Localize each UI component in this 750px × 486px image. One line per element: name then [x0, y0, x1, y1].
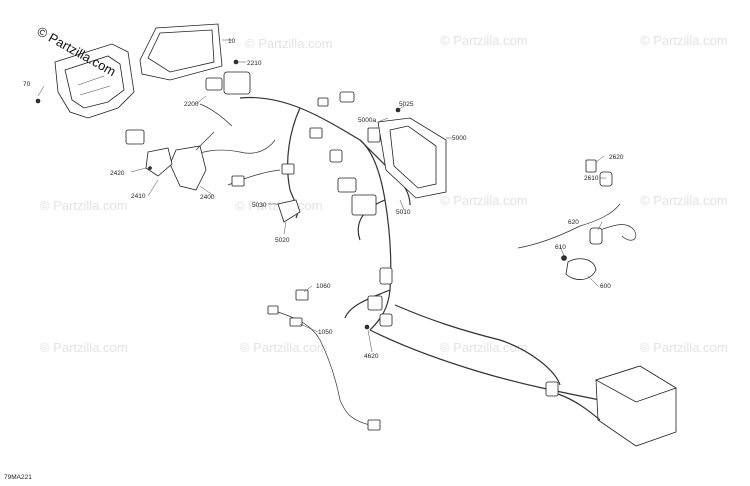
battery	[545, 365, 677, 447]
callout-5030: 5030	[252, 202, 267, 209]
callout-2420: 2420	[110, 170, 125, 177]
callout-2610: 2610	[584, 175, 599, 182]
watermark: © Partzilla.com	[440, 33, 528, 48]
watermark: © Partzilla.com	[440, 193, 528, 208]
callout-2210: 2210	[247, 60, 262, 67]
callout-2400: 2400	[200, 194, 215, 201]
instrument-cluster	[139, 23, 232, 81]
watermark: © Partzilla.com	[40, 198, 128, 213]
callout-5025: 5025	[399, 101, 414, 108]
callouts: 10 70 2210 2200 5000a 5025 5000 2420 241…	[23, 38, 624, 360]
callout-4620: 4620	[364, 353, 379, 360]
watermark: © Partzilla.com	[640, 33, 728, 48]
callout-10: 10	[228, 38, 236, 45]
callout-2410: 2410	[131, 193, 146, 200]
mount-bracket	[277, 199, 301, 223]
callout-600: 600	[600, 283, 611, 290]
callout-2620: 2620	[609, 154, 624, 161]
watermark: © Partzilla.com	[640, 193, 728, 208]
callout-5010: 5010	[396, 209, 411, 216]
lower-wiring	[267, 289, 381, 431]
watermark: © Partzilla.com	[640, 340, 728, 355]
callout-620: 620	[568, 219, 579, 226]
cluster-bracket	[35, 43, 135, 119]
callout-5000a: 5000a	[358, 117, 376, 124]
callout-610: 610	[555, 244, 566, 251]
right-components	[517, 159, 637, 280]
watermark-grid: © Partzilla.com © Partzilla.com © Partzi…	[40, 33, 728, 355]
watermark: © Partzilla.com	[240, 340, 328, 355]
watermark: © Partzilla.com	[40, 340, 128, 355]
watermark: © Partzilla.com	[245, 36, 333, 51]
callout-1060: 1060	[316, 283, 331, 290]
ecu-module	[377, 117, 447, 199]
switch-group-left	[125, 129, 215, 191]
callout-5000: 5000	[452, 135, 467, 142]
watermark: © Partzilla.com	[440, 340, 528, 355]
callout-1050: 1050	[318, 329, 333, 336]
callout-70: 70	[23, 81, 31, 88]
leader-lines	[37, 61, 606, 353]
callout-5020: 5020	[275, 237, 290, 244]
harness-connectors	[231, 91, 401, 330]
callout-2200: 2200	[184, 101, 199, 108]
figure-code: 79MA221	[4, 474, 32, 481]
